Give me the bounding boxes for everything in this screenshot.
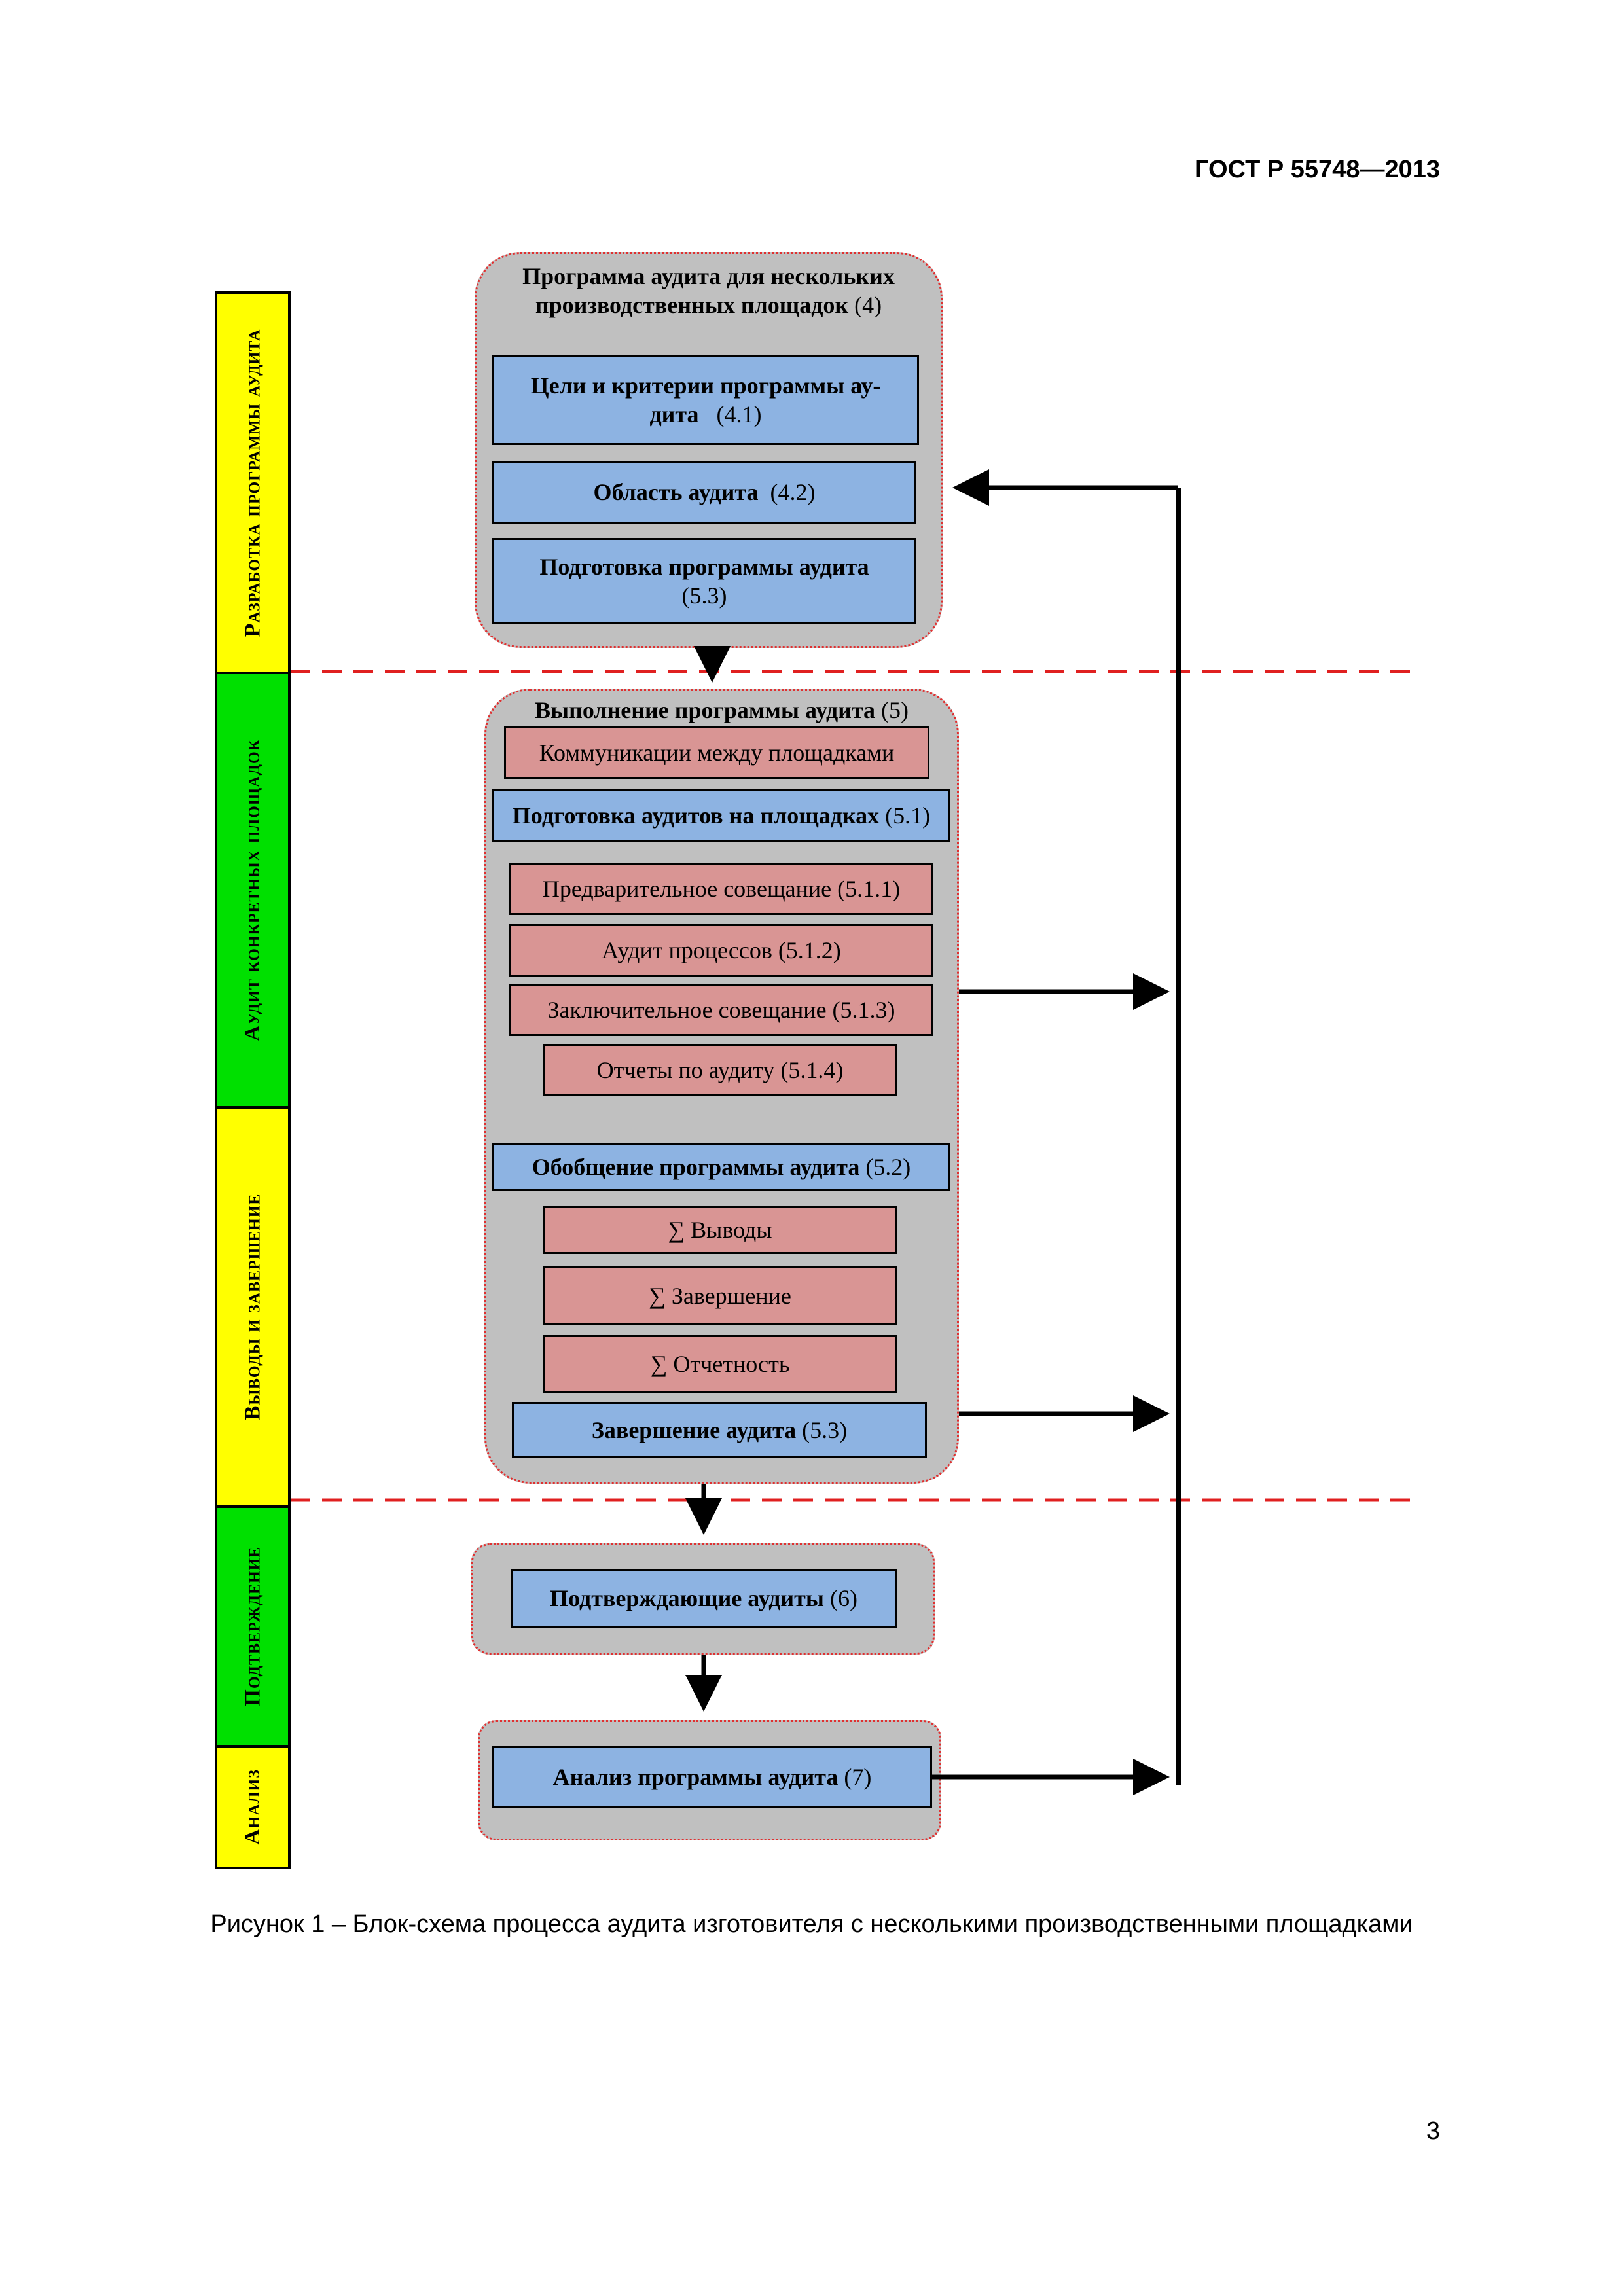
step-process-audit: Аудит процессов (5.1.2)	[509, 924, 933, 977]
step-closing-meeting: Заключительное совещание (5.1.3)	[509, 984, 933, 1036]
stage-analysis: Анализ	[215, 1745, 291, 1869]
audit-completion-box: Завершение аудита (5.3)	[512, 1402, 927, 1458]
communications-box: Коммуникации между площадками	[504, 726, 929, 779]
sum-completion: ∑ Завершение	[543, 1266, 897, 1325]
stage-confirmation: Подтверждение	[215, 1505, 291, 1748]
summary-box: Обобщение программы аудита (5.2)	[492, 1143, 950, 1191]
scope-box: Область аудита (4.2)	[492, 461, 916, 524]
confirmation-audits-box: Подтверждающие аудиты (6)	[511, 1569, 897, 1628]
document-number: ГОСТ Р 55748—2013	[1195, 156, 1440, 183]
group-execution-title: Выполнение программы аудита (5)	[534, 697, 909, 723]
group-program-title: Программа аудита для нескольких производ…	[522, 263, 895, 318]
page-number: 3	[1426, 2117, 1440, 2145]
stage-conclusions: Выводы и завершение	[215, 1106, 291, 1508]
figure-caption: Рисунок 1 – Блок-схема процесса аудита и…	[210, 1910, 1413, 1938]
site-prep-box: Подготовка аудитов на площадках (5.1)	[492, 789, 950, 842]
sum-reporting: ∑ Отчетность	[543, 1335, 897, 1393]
sum-conclusions: ∑ Выводы	[543, 1206, 897, 1254]
program-prep-box: Подготовка программы аудита(5.3)	[492, 538, 916, 624]
step-audit-reports: Отчеты по аудиту (5.1.4)	[543, 1044, 897, 1096]
program-analysis-box: Анализ программы аудита (7)	[492, 1746, 932, 1808]
objectives-box: Цели и критерии программы ау-дита (4.1)	[492, 355, 919, 445]
step-opening-meeting: Предварительное совещание (5.1.1)	[509, 863, 933, 915]
stage-development: Разработка программы аудита	[215, 291, 291, 674]
